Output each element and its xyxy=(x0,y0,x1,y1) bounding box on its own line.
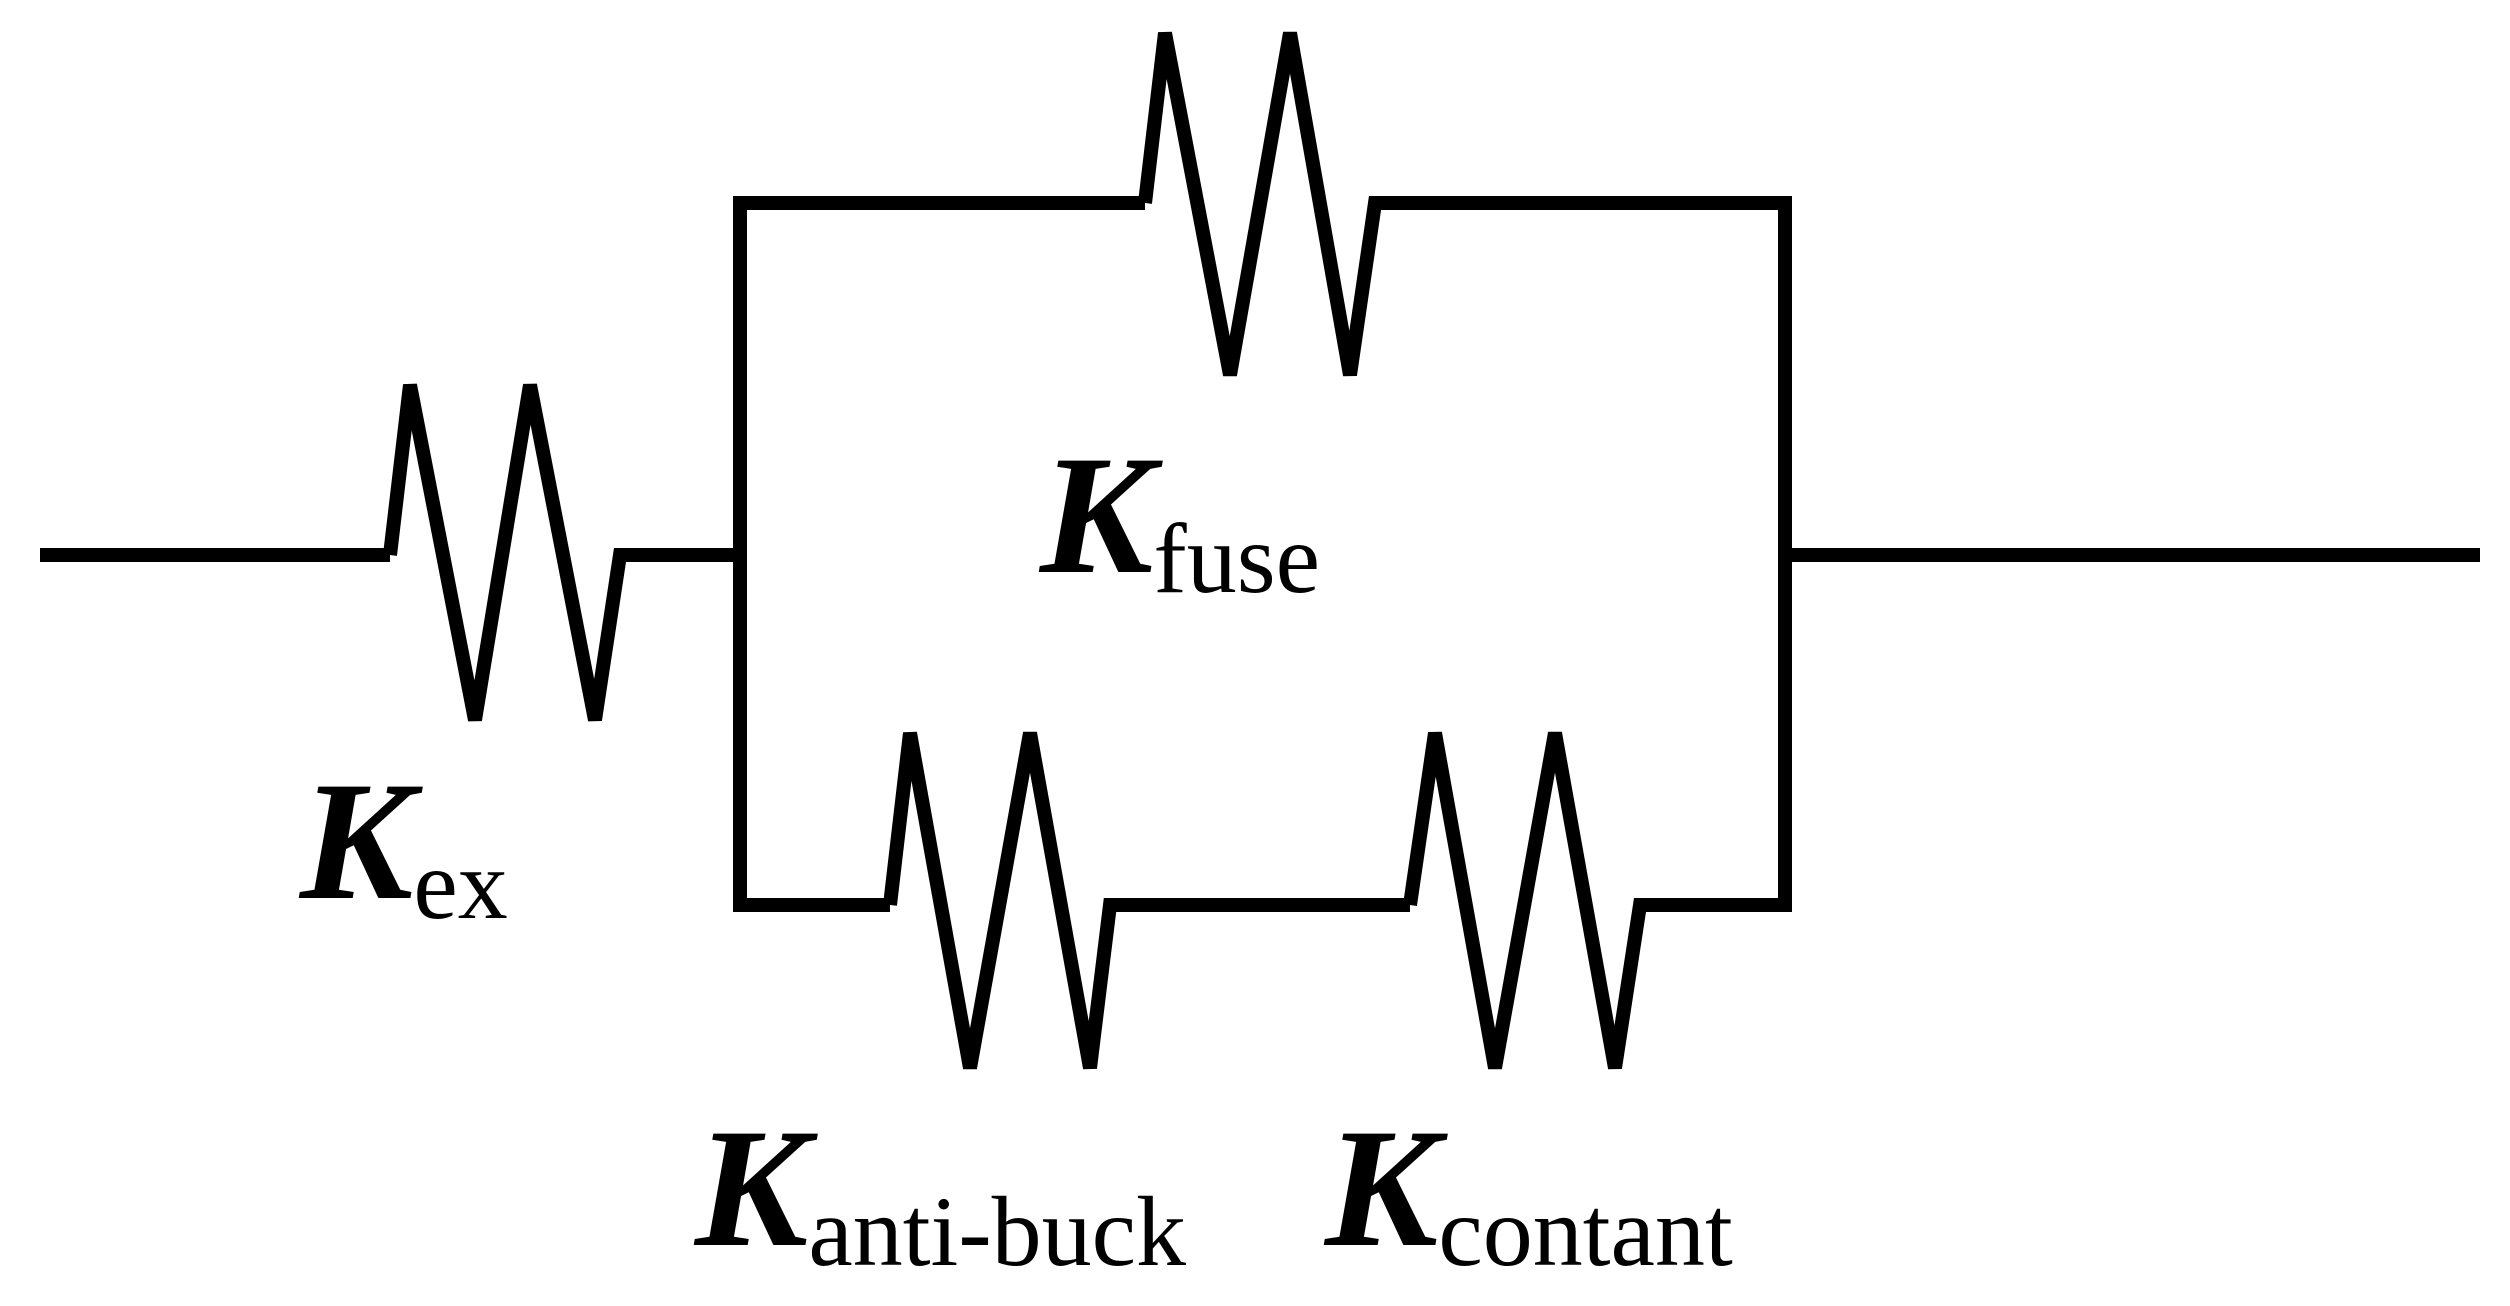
label-k-contant-symbol: K xyxy=(1323,1094,1448,1282)
label-k-fuse-subscript: fuse xyxy=(1153,503,1320,614)
label-k-anti-buck: Kanti-buck xyxy=(693,1094,1186,1287)
label-k-fuse: Kfuse xyxy=(1038,421,1320,614)
label-k-ex-symbol: K xyxy=(298,747,423,935)
spring-k-ex xyxy=(383,383,740,722)
spring-k-contant xyxy=(1403,731,1785,1070)
label-k-anti-buck-symbol: K xyxy=(693,1094,818,1282)
label-k-contant: Kcontant xyxy=(1323,1094,1733,1287)
label-k-ex: Kex xyxy=(298,747,508,940)
label-k-anti-buck-subscript: anti-buck xyxy=(808,1176,1186,1287)
spring-k-anti-buck xyxy=(883,731,1410,1070)
spring-k-fuse xyxy=(1138,31,1785,377)
label-k-contant-subscript: contant xyxy=(1438,1176,1733,1287)
label-k-ex-subscript: ex xyxy=(413,829,507,940)
label-k-fuse-symbol: K xyxy=(1038,421,1163,609)
